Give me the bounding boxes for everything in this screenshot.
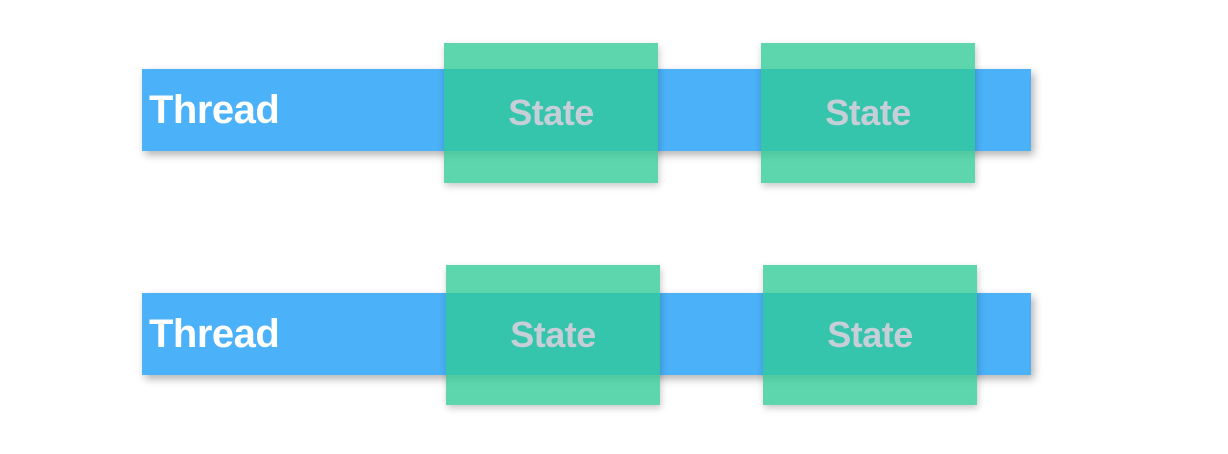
thread-label-1: Thread	[149, 88, 280, 132]
state-label-2-2: State	[827, 314, 913, 355]
state-box-1-2: State	[761, 43, 975, 183]
state-label-2-1: State	[510, 314, 596, 355]
state-box-2-2: State	[763, 265, 977, 405]
state-label-1-2: State	[825, 92, 911, 133]
state-box-2-1: State	[446, 265, 660, 405]
state-label-1-1: State	[508, 92, 594, 133]
state-box-1-1: State	[444, 43, 658, 183]
thread-label-2: Thread	[149, 312, 280, 356]
